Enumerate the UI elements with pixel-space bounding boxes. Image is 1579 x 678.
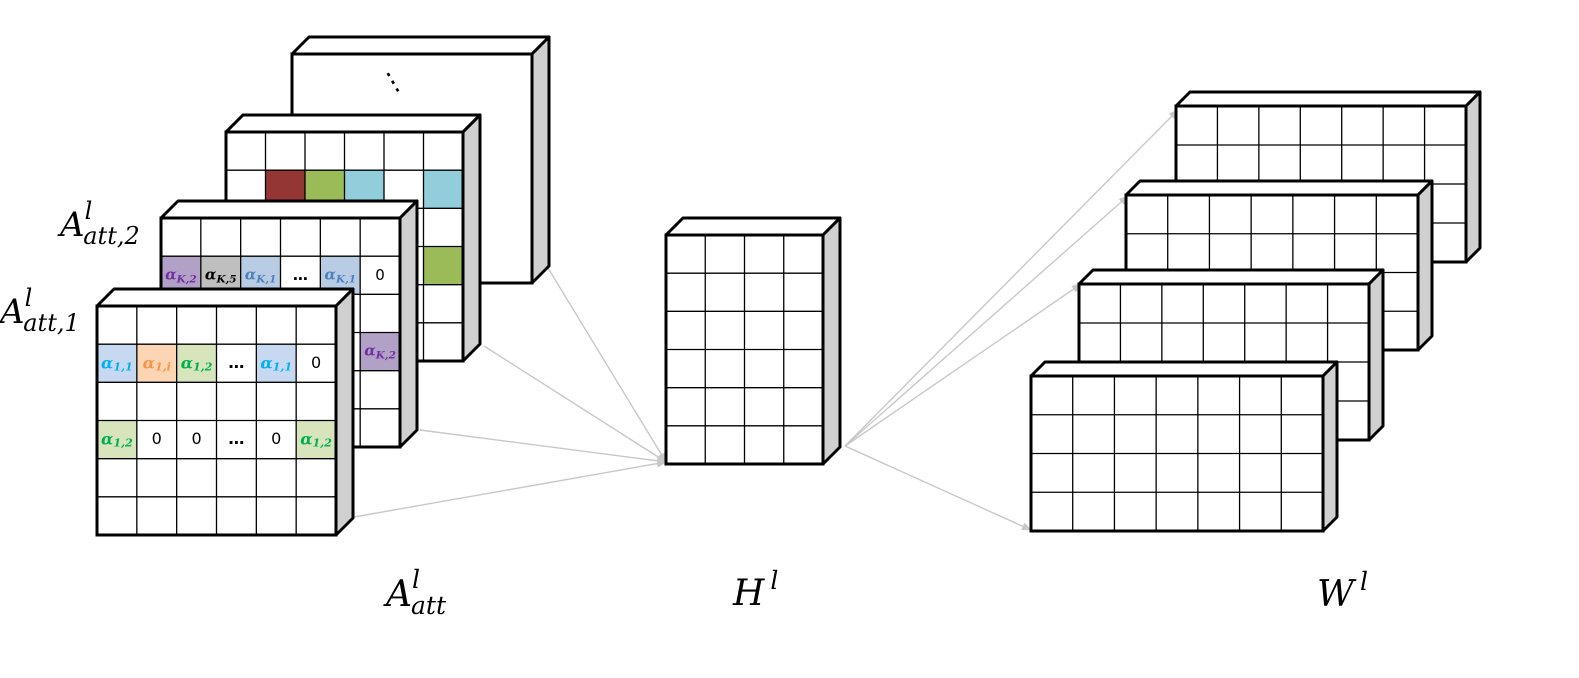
arrow-line xyxy=(419,429,667,465)
matrix-1-cell-label-subscript: 1,1 xyxy=(113,359,132,373)
weight-matrix-3-side-face xyxy=(1416,179,1434,352)
weight-matrix-2-side-face xyxy=(1367,268,1385,442)
matrix-1-cell-label: 0 xyxy=(311,353,321,372)
matrix-2-cell-label: 0 xyxy=(375,266,385,284)
matrix-1-cell-label: 0 xyxy=(191,429,201,448)
matrix-2-cell-label-subscript: K,5 xyxy=(215,273,236,285)
hidden-matrix-h-side-face xyxy=(821,216,842,466)
matrix-2-cell-label-symbol: α xyxy=(165,265,177,283)
weight-matrix-4-side-face xyxy=(1464,90,1482,264)
matrix-2-cell-label-subscript: K,2 xyxy=(375,350,396,362)
matrix-2-cell-label-symbol: α xyxy=(245,265,257,283)
matrix-2-cell-label: αK,1 xyxy=(245,265,277,285)
hidden-matrix-h xyxy=(664,216,842,466)
matrix-1-cell-label: … xyxy=(228,429,244,448)
attention-matrix-1-cell-fill xyxy=(296,420,336,459)
matrix-1-cell-label-subscript: 1,2 xyxy=(113,436,133,450)
attention-matrix-1-cell-fill xyxy=(97,420,137,459)
matrix-1-cell-label: α1,i xyxy=(143,353,171,374)
hidden-matrix-h-outline xyxy=(664,233,825,466)
matrix-2-cell-label-subscript: K,1 xyxy=(335,273,356,285)
matrix-2-cell-label: αK,5 xyxy=(205,265,237,285)
weight-matrix-1-outline xyxy=(1029,374,1325,533)
arrow-line xyxy=(844,109,1179,447)
attention-matrix-2-cell-fill xyxy=(360,332,400,371)
matrix-1-cell-label: … xyxy=(228,353,244,372)
matrix-1-cell-label-subscript: 1,i xyxy=(155,359,171,373)
attention-matrix-k-top-face xyxy=(224,113,482,134)
attention-matrix-1-cell-fill xyxy=(256,344,297,383)
attention-matrix-1-top-face xyxy=(95,287,355,308)
matrix-2-cell-label-symbol: α xyxy=(205,265,217,283)
attention-matrix-k-cell-fill xyxy=(423,246,463,285)
arrow-line xyxy=(844,283,1082,447)
matrix-1-cell-label-subscript: 1,2 xyxy=(193,359,213,373)
attention-matrix-2-top-face xyxy=(159,199,419,220)
arrow-line xyxy=(844,445,1032,531)
matrix-2-cell-label-subscript: K,1 xyxy=(255,273,276,285)
attention-matrix-back-side-face xyxy=(530,35,551,285)
arrow-line xyxy=(547,267,667,463)
matrix-2-cell-label: αK,1 xyxy=(324,265,356,285)
hidden-matrix-h-top-face xyxy=(664,216,842,237)
arrow-line xyxy=(483,345,667,463)
attention-matrix-1-cell-fill xyxy=(97,344,137,383)
matrix-1-cell-label: α1,2 xyxy=(300,429,332,450)
attention-matrix-2-side-face xyxy=(398,199,419,449)
attention-matrix-k-cell-fill xyxy=(423,170,463,209)
weight-matrix-4-top-face xyxy=(1174,90,1482,108)
arrow-line xyxy=(353,459,667,518)
weight-matrix-1 xyxy=(1029,360,1339,533)
matrix-1-cell-label-symbol: α xyxy=(300,429,312,448)
matrix-2-cell-label-subscript: K,2 xyxy=(176,273,197,285)
matrix-1-cell-label: 0 xyxy=(152,429,162,448)
matrix-2-cell-label-symbol: α xyxy=(364,342,376,360)
matrix-1-cell-label: α1,1 xyxy=(101,353,133,374)
attention-matrix-1-cell-fill xyxy=(176,344,217,383)
matrix-1-cell-label-symbol: α xyxy=(143,353,155,372)
matrix-1-cell-label-symbol: α xyxy=(181,353,193,372)
connection-arrows xyxy=(353,109,1179,531)
matrix-1-cell-label: α1,2 xyxy=(101,429,133,450)
matrix-1-cell-label-symbol: α xyxy=(101,429,113,448)
matrix-1-cell-label-symbol: α xyxy=(260,353,272,372)
matrix-2-cell-label-symbol: α xyxy=(324,265,336,283)
weight-matrix-3-top-face xyxy=(1124,179,1434,197)
matrix-1-cell-label-symbol: α xyxy=(101,353,113,372)
weight-matrix-1-top-face xyxy=(1029,360,1339,378)
arrow-line xyxy=(844,195,1129,447)
attention-matrix-1-side-face xyxy=(334,287,355,537)
attention-matrix-1-outline xyxy=(95,304,338,537)
weight-matrix-2-top-face xyxy=(1077,268,1385,286)
attention-matrix-k-side-face xyxy=(461,113,482,363)
matrix-1-cell-label-subscript: 1,2 xyxy=(313,436,333,450)
attention-matrix-back-top-face xyxy=(290,35,551,56)
matrix-2-cell-label: … xyxy=(293,266,308,284)
weight-matrix-1-side-face xyxy=(1321,360,1339,533)
matrix-2-cell-label: αK,2 xyxy=(165,265,197,285)
attention-matrix-1-cell-fill xyxy=(136,344,177,383)
matrix-1-cell-label: 0 xyxy=(271,429,281,448)
matrix-1-cell-label: α1,1 xyxy=(260,353,292,374)
matrix-1-cell-label: α1,2 xyxy=(181,353,213,374)
matrix-1-cell-label-subscript: 1,1 xyxy=(273,359,292,373)
matrix-2-cell-label: αK,2 xyxy=(364,342,396,362)
